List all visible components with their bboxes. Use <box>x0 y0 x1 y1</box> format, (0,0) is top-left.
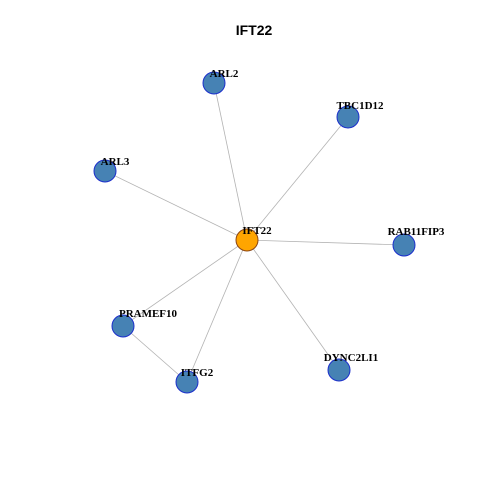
edge-ift22-arl2 <box>213 82 248 241</box>
node-dync2li1[interactable]: DYNC2LI1 <box>324 352 378 382</box>
node-pramef10[interactable]: PRAMEF10 <box>111 308 178 338</box>
node-label-itfg2: ITFG2 <box>181 367 214 379</box>
node-label-arl3: ARL3 <box>101 156 130 168</box>
edges-layer <box>104 82 405 383</box>
nodes-layer: IFT22 ARL2TBC1D12ARL3RAB11FIP3PRAMEF10ITF… <box>93 68 445 394</box>
node-circle-arl2[interactable] <box>202 71 226 95</box>
node-circle-ift22[interactable] <box>235 228 259 252</box>
edge-ift22-itfg2 <box>186 239 248 383</box>
node-circle-dync2li1[interactable] <box>327 358 351 382</box>
node-itfg2[interactable]: ITFG2 <box>175 367 214 394</box>
edge-ift22-tbc1d12 <box>246 116 349 241</box>
edge-ift22-rab11fip3 <box>246 239 405 246</box>
node-label-arl2: ARL2 <box>210 68 239 80</box>
node-label-pramef10: PRAMEF10 <box>119 308 178 320</box>
edge-ift22-arl3 <box>104 170 248 241</box>
node-circle-tbc1d12[interactable] <box>336 105 360 129</box>
node-circle-rab11fip3[interactable] <box>392 233 416 257</box>
node-label-ift22: IFT22 <box>242 225 272 237</box>
node-arl3[interactable]: ARL3 <box>93 156 130 183</box>
node-circle-pramef10[interactable] <box>111 314 135 338</box>
node-label-tbc1d12: TBC1D12 <box>336 100 384 112</box>
edge-pramef10-itfg2 <box>122 325 188 383</box>
node-label-rab11fip3: RAB11FIP3 <box>388 226 445 238</box>
node-rab11fip3[interactable]: RAB11FIP3 <box>388 226 445 257</box>
node-arl2[interactable]: ARL2 <box>202 68 239 95</box>
node-label-dync2li1: DYNC2LI1 <box>324 352 378 364</box>
node-circle-arl3[interactable] <box>93 159 117 183</box>
node-tbc1d12[interactable]: TBC1D12 <box>336 100 384 129</box>
node-ift22[interactable]: IFT22 <box>235 225 272 252</box>
node-circle-itfg2[interactable] <box>175 370 199 394</box>
diagram-title: IFT22 <box>236 22 273 38</box>
edge-ift22-dync2li1 <box>246 239 340 371</box>
edge-ift22-pramef10 <box>122 239 248 327</box>
